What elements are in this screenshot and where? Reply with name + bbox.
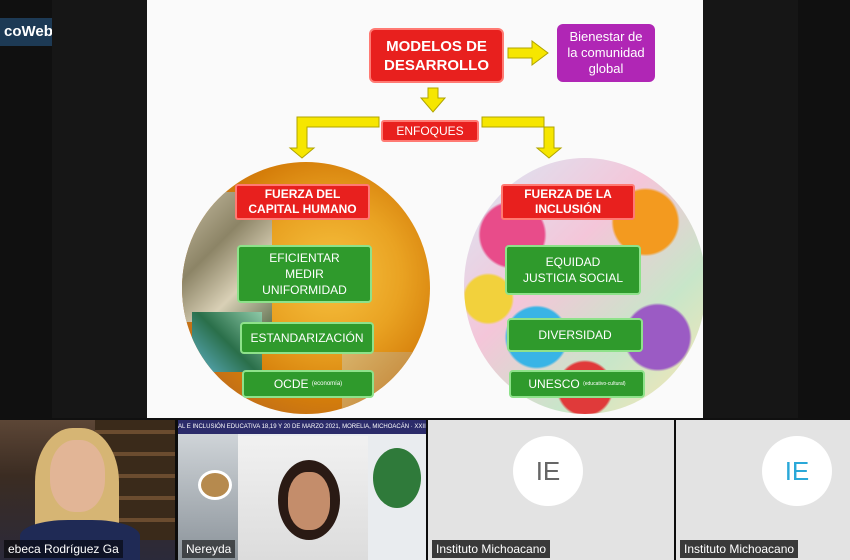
- participant-tile-2[interactable]: AL E INCLUSIÓN EDUCATIVA 18,19 Y 20 DE M…: [178, 420, 426, 560]
- participant-tile-3[interactable]: IE Instituto Michoacano: [428, 420, 674, 560]
- diversidad-box: DIVERSIDAD: [507, 318, 643, 352]
- participant-tile-1[interactable]: ebeca Rodríguez Ga: [0, 420, 175, 560]
- bienestar-box: Bienestar de la comunidad global: [557, 24, 655, 82]
- unesco-label: UNESCO: [528, 377, 580, 391]
- coffee-cup: [198, 470, 232, 500]
- presentation-slide: MODELOS DE DESARROLLO Bienestar de la co…: [147, 0, 703, 418]
- participant-4-name: Instituto Michoacano: [680, 540, 799, 558]
- participant-tile-4[interactable]: IE Instituto Michoacano: [676, 420, 850, 560]
- plant: [373, 448, 421, 508]
- eficientar-box: EFICIENTAR MEDIR UNIFORMIDAD: [237, 245, 372, 303]
- participant-name: ebeca Rodríguez Ga: [4, 540, 123, 558]
- participant-3-avatar: IE: [513, 436, 583, 506]
- ocde-box: OCDE (economía): [242, 370, 374, 398]
- ocde-note: (economía): [311, 381, 343, 387]
- unesco-note: (educativo-cultural): [583, 381, 626, 387]
- enfoques-box: ENFOQUES: [381, 120, 479, 142]
- participant-2-name: Nereyda: [182, 540, 236, 558]
- estandarizacion-box: ESTANDARIZACIÓN: [240, 322, 374, 354]
- equidad-box: EQUIDAD JUSTICIA SOCIAL: [505, 245, 641, 295]
- inclusion-header: FUERZA DE LA INCLUSIÓN: [501, 184, 635, 220]
- conference-banner: AL E INCLUSIÓN EDUCATIVA 18,19 Y 20 DE M…: [178, 420, 426, 434]
- participant-2-face: [288, 472, 330, 530]
- participants-strip: ebeca Rodríguez Ga AL E INCLUSIÓN EDUCAT…: [0, 420, 850, 560]
- participant-4-avatar: IE: [762, 436, 832, 506]
- participant-3-name: Instituto Michoacano: [432, 540, 551, 558]
- participant-face-front: [50, 440, 105, 512]
- modelos-desarrollo-box: MODELOS DE DESARROLLO: [369, 28, 504, 83]
- unesco-box: UNESCO (educativo-cultural): [509, 370, 645, 398]
- ocde-label: OCDE: [273, 377, 309, 391]
- arrows-graphic: [288, 40, 563, 367]
- capital-humano-header: FUERZA DEL CAPITAL HUMANO: [235, 184, 370, 220]
